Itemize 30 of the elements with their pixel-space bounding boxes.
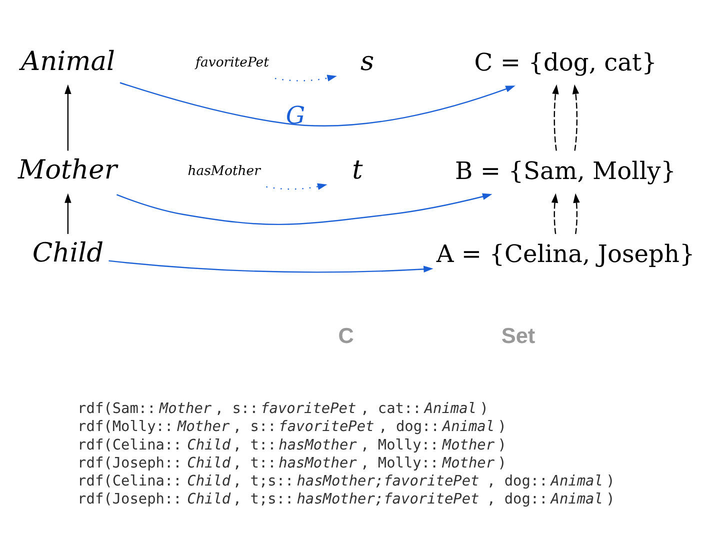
arrow: [551, 193, 558, 234]
node-text: Mother: [18, 154, 118, 186]
node-text: C = {dog, cat}: [474, 48, 657, 77]
arrow: [274, 74, 337, 82]
node-text: Child: [32, 237, 104, 268]
label: rdf(Molly::Mother, s::favoritePet, dog::Animal): [78, 419, 506, 436]
node-text: s: [360, 46, 374, 78]
label: rdf(Celina::Child, t::hasMother, Molly::Mother): [78, 437, 506, 454]
label: rdf(Sam::Mother, s::favoritePet, cat::Animal): [78, 401, 488, 418]
arrow: [266, 183, 328, 190]
arrow: [64, 84, 72, 151]
arrow: [108, 260, 434, 273]
node-text: favoritePet: [196, 56, 269, 71]
arrow: [573, 193, 580, 234]
label: C: [338, 323, 354, 348]
arrow: [64, 193, 72, 234]
label: rdf(Joseph::Child, t;s::hasMother;favoritePet, dog::Animal): [78, 491, 615, 508]
label: Set: [501, 323, 536, 348]
label: rdf(Celina::Child, t;s::hasMother;favoritePet, dog::Animal): [78, 473, 615, 490]
node-text: t: [352, 154, 363, 186]
arrow: [120, 82, 516, 126]
node-text: Animal: [20, 46, 115, 78]
node-text: B = {Sam, Molly}: [455, 156, 676, 185]
node-text: A = {Celina, Joseph}: [436, 240, 695, 268]
node-text: hasMother: [188, 164, 260, 180]
arrow: [552, 84, 559, 151]
arrow: [572, 84, 580, 151]
label: rdf(Joseph::Child, t::hasMother, Molly::Mother): [78, 455, 506, 472]
arrow: [116, 193, 492, 225]
edge-label: G: [286, 101, 306, 130]
